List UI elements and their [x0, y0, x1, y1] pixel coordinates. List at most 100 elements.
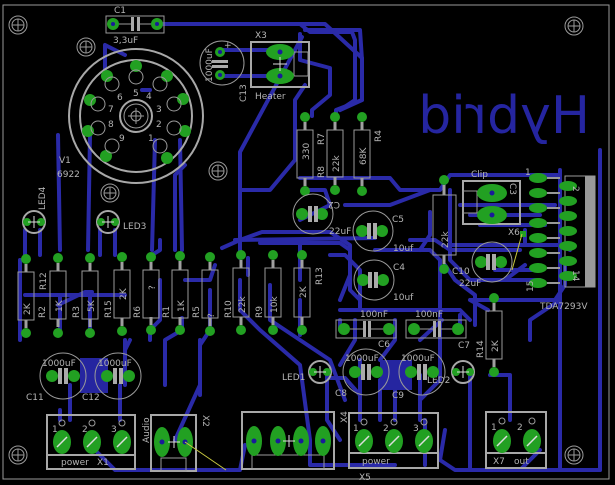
svg-text:9: 9 [119, 134, 125, 144]
svg-text:1000uF: 1000uF [42, 359, 76, 369]
svg-text:2: 2 [517, 423, 523, 433]
svg-text:22k: 22k [441, 231, 451, 248]
svg-text:LED4: LED4 [38, 186, 48, 210]
connector-x2-audio: Audio X2 [142, 414, 227, 472]
resistors-bottom-row: 2K R2 1K R12 5K R3 2K R15 ? [17, 250, 325, 338]
tube-socket-v1: 1 2 3 4 5 6 7 8 9 V1 6922 [57, 48, 204, 184]
resistor-r1: 1K R1 [162, 251, 189, 335]
tube-pin [82, 120, 106, 137]
svg-text:C4: C4 [393, 263, 405, 273]
svg-text:C3: C3 [507, 183, 517, 195]
svg-text:3: 3 [111, 425, 117, 435]
tube-pin [166, 93, 189, 112]
capacitor-c13: 1000uF C13 + [199, 40, 249, 102]
resistor-r7: 22k R7 [317, 112, 344, 195]
svg-text:2: 2 [156, 120, 162, 130]
led-led2: LED2 [427, 360, 475, 386]
capacitor-c3-clip: Clip C3 [462, 170, 521, 225]
tube-pin [152, 138, 173, 164]
svg-text:R8: R8 [317, 166, 327, 178]
ic-pins-left [529, 173, 547, 288]
led-led3: LED3 [96, 210, 146, 234]
svg-text:C13: C13 [239, 84, 249, 102]
svg-text:2K: 2K [119, 287, 129, 300]
svg-text:LED1: LED1 [282, 373, 305, 383]
resistor-r11: 22k [432, 175, 457, 274]
svg-text:2K: 2K [299, 285, 309, 298]
connector-x1-power: 1 2 3 power X1 [46, 414, 136, 470]
svg-text:R15: R15 [104, 300, 114, 318]
svg-text:R9: R9 [255, 306, 265, 318]
svg-text:2: 2 [383, 424, 389, 434]
resistor-r12: 1K R12 [39, 253, 67, 338]
board-outline [2, 4, 610, 480]
svg-text:C5: C5 [392, 215, 404, 225]
svg-text:22k: 22k [332, 155, 342, 172]
svg-text:10k: 10k [270, 296, 280, 313]
svg-text:R6: R6 [133, 306, 143, 318]
svg-text:3: 3 [156, 105, 162, 115]
svg-text:R3: R3 [72, 306, 82, 318]
svg-text:X5: X5 [359, 473, 371, 483]
svg-text:C6: C6 [378, 340, 390, 350]
led-led4: LED4 [22, 186, 48, 234]
svg-text:7: 7 [108, 105, 114, 115]
svg-text:C10: C10 [452, 267, 470, 277]
tube-pin [152, 70, 173, 92]
svg-text:X1: X1 [97, 458, 109, 468]
svg-text:330: 330 [302, 143, 312, 160]
svg-text:LED3: LED3 [123, 222, 146, 232]
resistor-r15: 2K R15 [104, 252, 131, 336]
svg-text:X4: X4 [340, 411, 350, 423]
svg-text:22k: 22k [238, 296, 248, 313]
svg-text:1K: 1K [55, 299, 65, 312]
svg-text:V1: V1 [59, 156, 71, 166]
mounting-hole [76, 37, 96, 57]
svg-text:R12: R12 [39, 272, 49, 290]
svg-text:R2: R2 [38, 306, 48, 318]
resistor-r13: 2K R13 [293, 250, 325, 335]
tube-pin [166, 120, 191, 137]
svg-text:6: 6 [117, 93, 123, 103]
svg-text:C12: C12 [82, 393, 100, 403]
capacitor-c9: 1000uF C9 [392, 348, 446, 401]
svg-text:2K: 2K [491, 339, 501, 352]
svg-text:22uF: 22uF [329, 227, 351, 237]
mounting-hole [100, 183, 120, 203]
led-led1: LED1 [282, 360, 332, 384]
svg-text:R13: R13 [315, 267, 325, 285]
svg-text:3,3uF: 3,3uF [113, 36, 138, 46]
svg-text:X7: X7 [493, 457, 505, 467]
svg-text:Audio: Audio [142, 417, 152, 443]
svg-text:1K: 1K [177, 299, 187, 312]
svg-text:1000uF: 1000uF [401, 354, 435, 364]
svg-text:1: 1 [353, 424, 359, 434]
resistor-r10: 22k R10 [224, 250, 250, 335]
svg-text:1: 1 [52, 425, 58, 435]
resistor-r9: 10k R9 [255, 250, 282, 335]
capacitor-c5: C5 22uF 10uf [329, 210, 414, 254]
svg-text:C8: C8 [335, 389, 347, 399]
svg-text:Hybrid: Hybrid [418, 86, 590, 146]
resistor-r6: ? R6 [133, 252, 160, 335]
connector-x5: X5 [241, 411, 371, 483]
capacitor-c1: C1 3,3uF [105, 6, 165, 46]
svg-text:Clip: Clip [471, 170, 488, 180]
svg-text:10uf: 10uf [393, 244, 414, 254]
svg-text:C2: C2 [328, 199, 340, 209]
svg-text:3: 3 [413, 424, 419, 434]
svg-text:power: power [362, 457, 390, 467]
svg-text:C9: C9 [392, 391, 404, 401]
svg-text:68K: 68K [359, 147, 369, 165]
svg-text:R10: R10 [224, 300, 234, 318]
svg-text:1000uF: 1000uF [98, 359, 132, 369]
capacitor-c12: 1000uF C12 [82, 352, 142, 403]
svg-text:X6: X6 [508, 228, 520, 238]
resistor-r5: ? R5 [192, 252, 219, 336]
resistor-r2: 2K R2 [17, 254, 48, 338]
resistor-r14: 2K R14 [476, 293, 503, 377]
capacitor-c7: 100nF C7 [405, 310, 470, 351]
svg-text:LED2: LED2 [427, 376, 450, 386]
tube-pin [100, 138, 120, 162]
